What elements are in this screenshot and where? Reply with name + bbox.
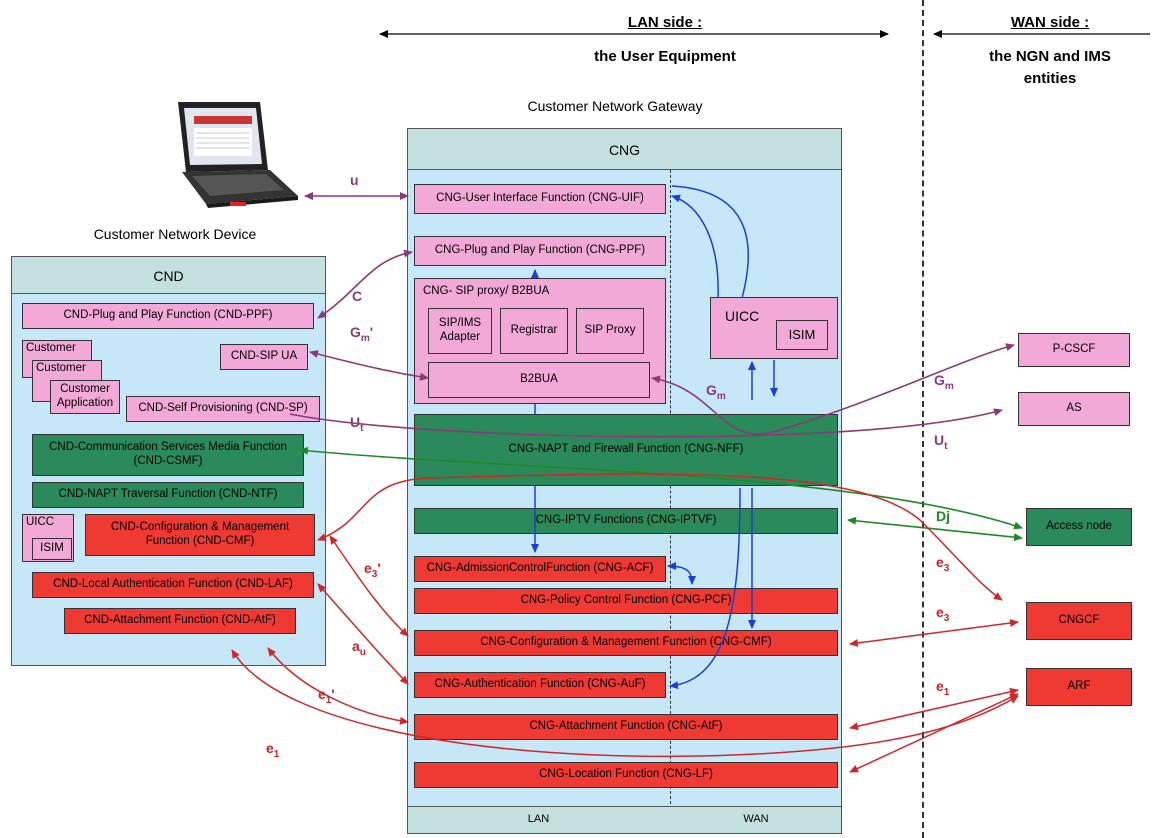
- ref-e1-prime: e1': [318, 686, 335, 706]
- ref-gm-cng: Gm: [706, 382, 726, 402]
- ref-e3-top-sub: 3: [943, 562, 950, 574]
- ref-e3-bottom-sub: 3: [943, 612, 950, 624]
- cnd-uicc-label: UICC: [26, 516, 55, 528]
- ref-e3-bottom-base: e: [936, 604, 944, 620]
- cng-bottom-bar: [407, 806, 842, 834]
- cnd-csmf-box: CND-Communication Services Media Functio…: [32, 434, 304, 476]
- red-links: [231, 473, 1019, 773]
- ref-e1-right-sub: 1: [943, 686, 950, 698]
- cng-lan-label: LAN: [527, 813, 550, 825]
- cng-caption: Customer Network Gateway: [527, 98, 703, 114]
- ref-ut: Ut: [350, 414, 363, 434]
- cng-b2bua-box: B2BUA: [428, 362, 650, 398]
- cng-title: CNG: [407, 128, 842, 170]
- cnd-ppf-box: CND-Plug and Play Function (CND-PPF): [22, 303, 314, 329]
- ref-e3-prime-base: e: [364, 560, 372, 576]
- ref-ut-wan-sub: t: [944, 440, 948, 452]
- cnd-title: CND: [11, 256, 326, 294]
- access-node-box: Access node: [1026, 508, 1132, 546]
- ref-e3-top-base: e: [936, 554, 944, 570]
- ref-gm-prime-base: G: [350, 324, 361, 340]
- ref-u: u: [350, 172, 359, 188]
- ref-ut-wan-base: U: [934, 432, 945, 448]
- ref-gm-prime-sub: m: [360, 332, 370, 344]
- ref-gm-cng-sub: m: [716, 390, 726, 402]
- cnd-isim-box: ISIM: [32, 538, 72, 560]
- ref-gm-prime-mark: ': [369, 324, 374, 340]
- lan-side-title: LAN side :: [627, 14, 703, 31]
- cng-registrar-box: Registrar: [500, 308, 568, 354]
- cng-wan-label: WAN: [743, 813, 769, 825]
- ref-e1-prime-mark: ': [331, 686, 335, 702]
- laptop-image: [160, 100, 300, 210]
- wan-side-title: WAN side :: [1010, 14, 1090, 31]
- cnd-cmf-box: CND-Configuration & Management Function …: [85, 514, 315, 556]
- ref-gm-cng-base: G: [706, 382, 717, 398]
- wan-boundary-line: [922, 0, 924, 838]
- pcscf-box: P-CSCF: [1018, 333, 1130, 367]
- cng-sip-proxy-label: CNG- SIP proxy/ B2BUA: [423, 285, 550, 297]
- lan-side-subtitle: the User Equipment: [594, 48, 736, 65]
- ref-gm-prime: Gm': [350, 324, 373, 344]
- ref-e3-prime: e3': [364, 560, 381, 580]
- cnd-sip-ua-box: CND-SIP UA: [220, 344, 308, 370]
- cng-ppf-box: CNG-Plug and Play Function (CNG-PPF): [414, 236, 666, 266]
- ref-ut-sub: t: [360, 422, 364, 434]
- ref-e3-top: e3: [936, 554, 949, 574]
- green-links: [299, 446, 1023, 542]
- ref-e1-left-sub: 1: [273, 748, 280, 760]
- cnd-laf-box: CND-Local Authentication Function (CND-L…: [32, 572, 314, 598]
- cng-sip-ims-adapter-box: SIP/IMS Adapter: [428, 308, 492, 354]
- cnd-app-stub-label-2: Customer: [36, 362, 86, 374]
- ref-c: C: [352, 288, 363, 304]
- ref-e1-left-base: e: [266, 740, 274, 756]
- wan-side-subtitle-2: entities: [1023, 70, 1077, 87]
- ref-au-sub: u: [359, 646, 366, 658]
- cng-sip-proxy-box: SIP Proxy: [576, 308, 644, 354]
- ref-e3-bottom: e3: [936, 604, 949, 624]
- cng-uicc-label: UICC: [725, 308, 760, 324]
- arf-box: ARF: [1026, 668, 1132, 706]
- cng-lf-box: CNG-Location Function (CNG-LF): [414, 762, 838, 788]
- cnd-ntf-box: CND-NAPT Traversal Function (CND-NTF): [32, 482, 304, 508]
- cnd-app-stub-label: Customer: [26, 342, 76, 354]
- cnd-self-provisioning-box: CND-Self Provisioning (CND-SP): [126, 396, 320, 422]
- ref-e1-right-base: e: [936, 678, 944, 694]
- ref-e3-prime-mark: ': [377, 560, 381, 576]
- as-box: AS: [1018, 392, 1130, 426]
- cngcf-box: CNGCF: [1026, 602, 1132, 640]
- cnd-caption: Customer Network Device: [93, 226, 257, 242]
- ref-gm-wan-sub: m: [944, 380, 954, 392]
- ref-au: au: [352, 638, 366, 658]
- ref-e1-prime-sub: 1: [325, 694, 332, 706]
- ref-e3-prime-sub: 3: [371, 568, 378, 580]
- cng-uif-box: CNG-User Interface Function (CNG-UIF): [414, 184, 666, 214]
- cnd-customer-application: Customer Application: [50, 380, 120, 414]
- ref-gm-wan: Gm: [934, 372, 954, 392]
- purple-links: [289, 192, 1015, 438]
- ref-e1-prime-base: e: [318, 686, 326, 702]
- cng-atf-box: CNG-Attachment Function (CNG-AtF): [414, 714, 838, 740]
- ref-dj: Dj: [936, 508, 950, 524]
- ref-e1-left: e1: [266, 740, 279, 760]
- ref-e1-right: e1: [936, 678, 949, 698]
- cnd-atf-box: CND-Attachment Function (CND-AtF): [64, 608, 296, 634]
- ref-au-base: a: [352, 638, 360, 654]
- wan-side-subtitle-1: the NGN and IMS: [989, 48, 1111, 65]
- ref-ut-base: U: [350, 414, 361, 430]
- ref-ut-wan: Ut: [934, 432, 947, 452]
- ref-gm-wan-base: G: [934, 372, 945, 388]
